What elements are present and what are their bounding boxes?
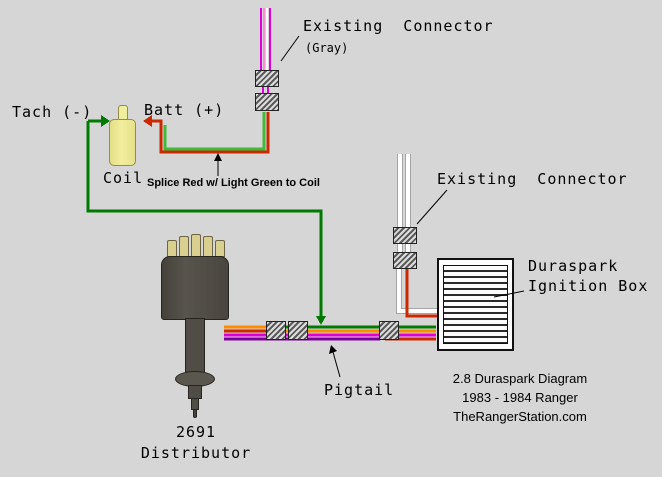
top-connector-pointer-line [280,35,300,62]
duraspark-label-line2: Ignition Box [528,277,649,295]
coil-label: Coil [103,169,144,187]
duraspark-ignition-box [437,258,514,351]
mid-connector-to-box-wires [396,269,437,318]
batt-label: Batt (+) [144,101,225,119]
top-connector-harness-wires [260,8,271,94]
existing-connector-top-label: Existing Connector [303,17,494,35]
pigtail-connector-block-left [266,321,286,340]
pigtail-pointer-arrow [329,345,341,378]
distributor-tip-end [193,409,197,418]
splice-note-arrow [214,153,222,176]
light-green-splice-wire [163,112,266,151]
green-tach-wire [86,115,326,325]
distributor-label-line1: 2691 [175,423,217,441]
pigtail-connector-block-right [288,321,308,340]
credit-line-2: 1983 - 1984 Ranger [462,390,578,405]
box-pointer-line [493,290,525,298]
distributor-label-line2: Distributor [140,444,252,462]
coil-body [109,119,136,166]
credit-line-3: TheRangerStation.com [453,409,587,424]
top-connector-block-upper [255,70,279,87]
duraspark-label-line1: Duraspark [528,257,619,275]
existing-connector-mid-label: Existing Connector [437,170,628,188]
distributor-cap [161,256,229,320]
ignition-box-fins [443,265,508,344]
red-batt-wire [143,112,270,154]
pigtail-label: Pigtail [324,381,395,399]
credit-line-1: 2.8 Duraspark Diagram [452,371,588,386]
mid-connector-block-lower [393,252,417,269]
mid-connector-white-wires [397,154,411,253]
box-connector-block [379,321,399,340]
top-connector-block-lower [255,93,279,111]
mid-connector-block-upper [393,227,417,244]
splice-note: Splice Red w/ Light Green to Coil [147,177,320,189]
existing-connector-gray-sublabel: (Gray) [305,41,349,55]
diagram-credit-text: 2.8 Duraspark Diagram 1983 - 1984 Ranger… [425,369,615,426]
tach-label: Tach (-) [12,103,93,121]
mid-connector-pointer-line [416,189,448,225]
